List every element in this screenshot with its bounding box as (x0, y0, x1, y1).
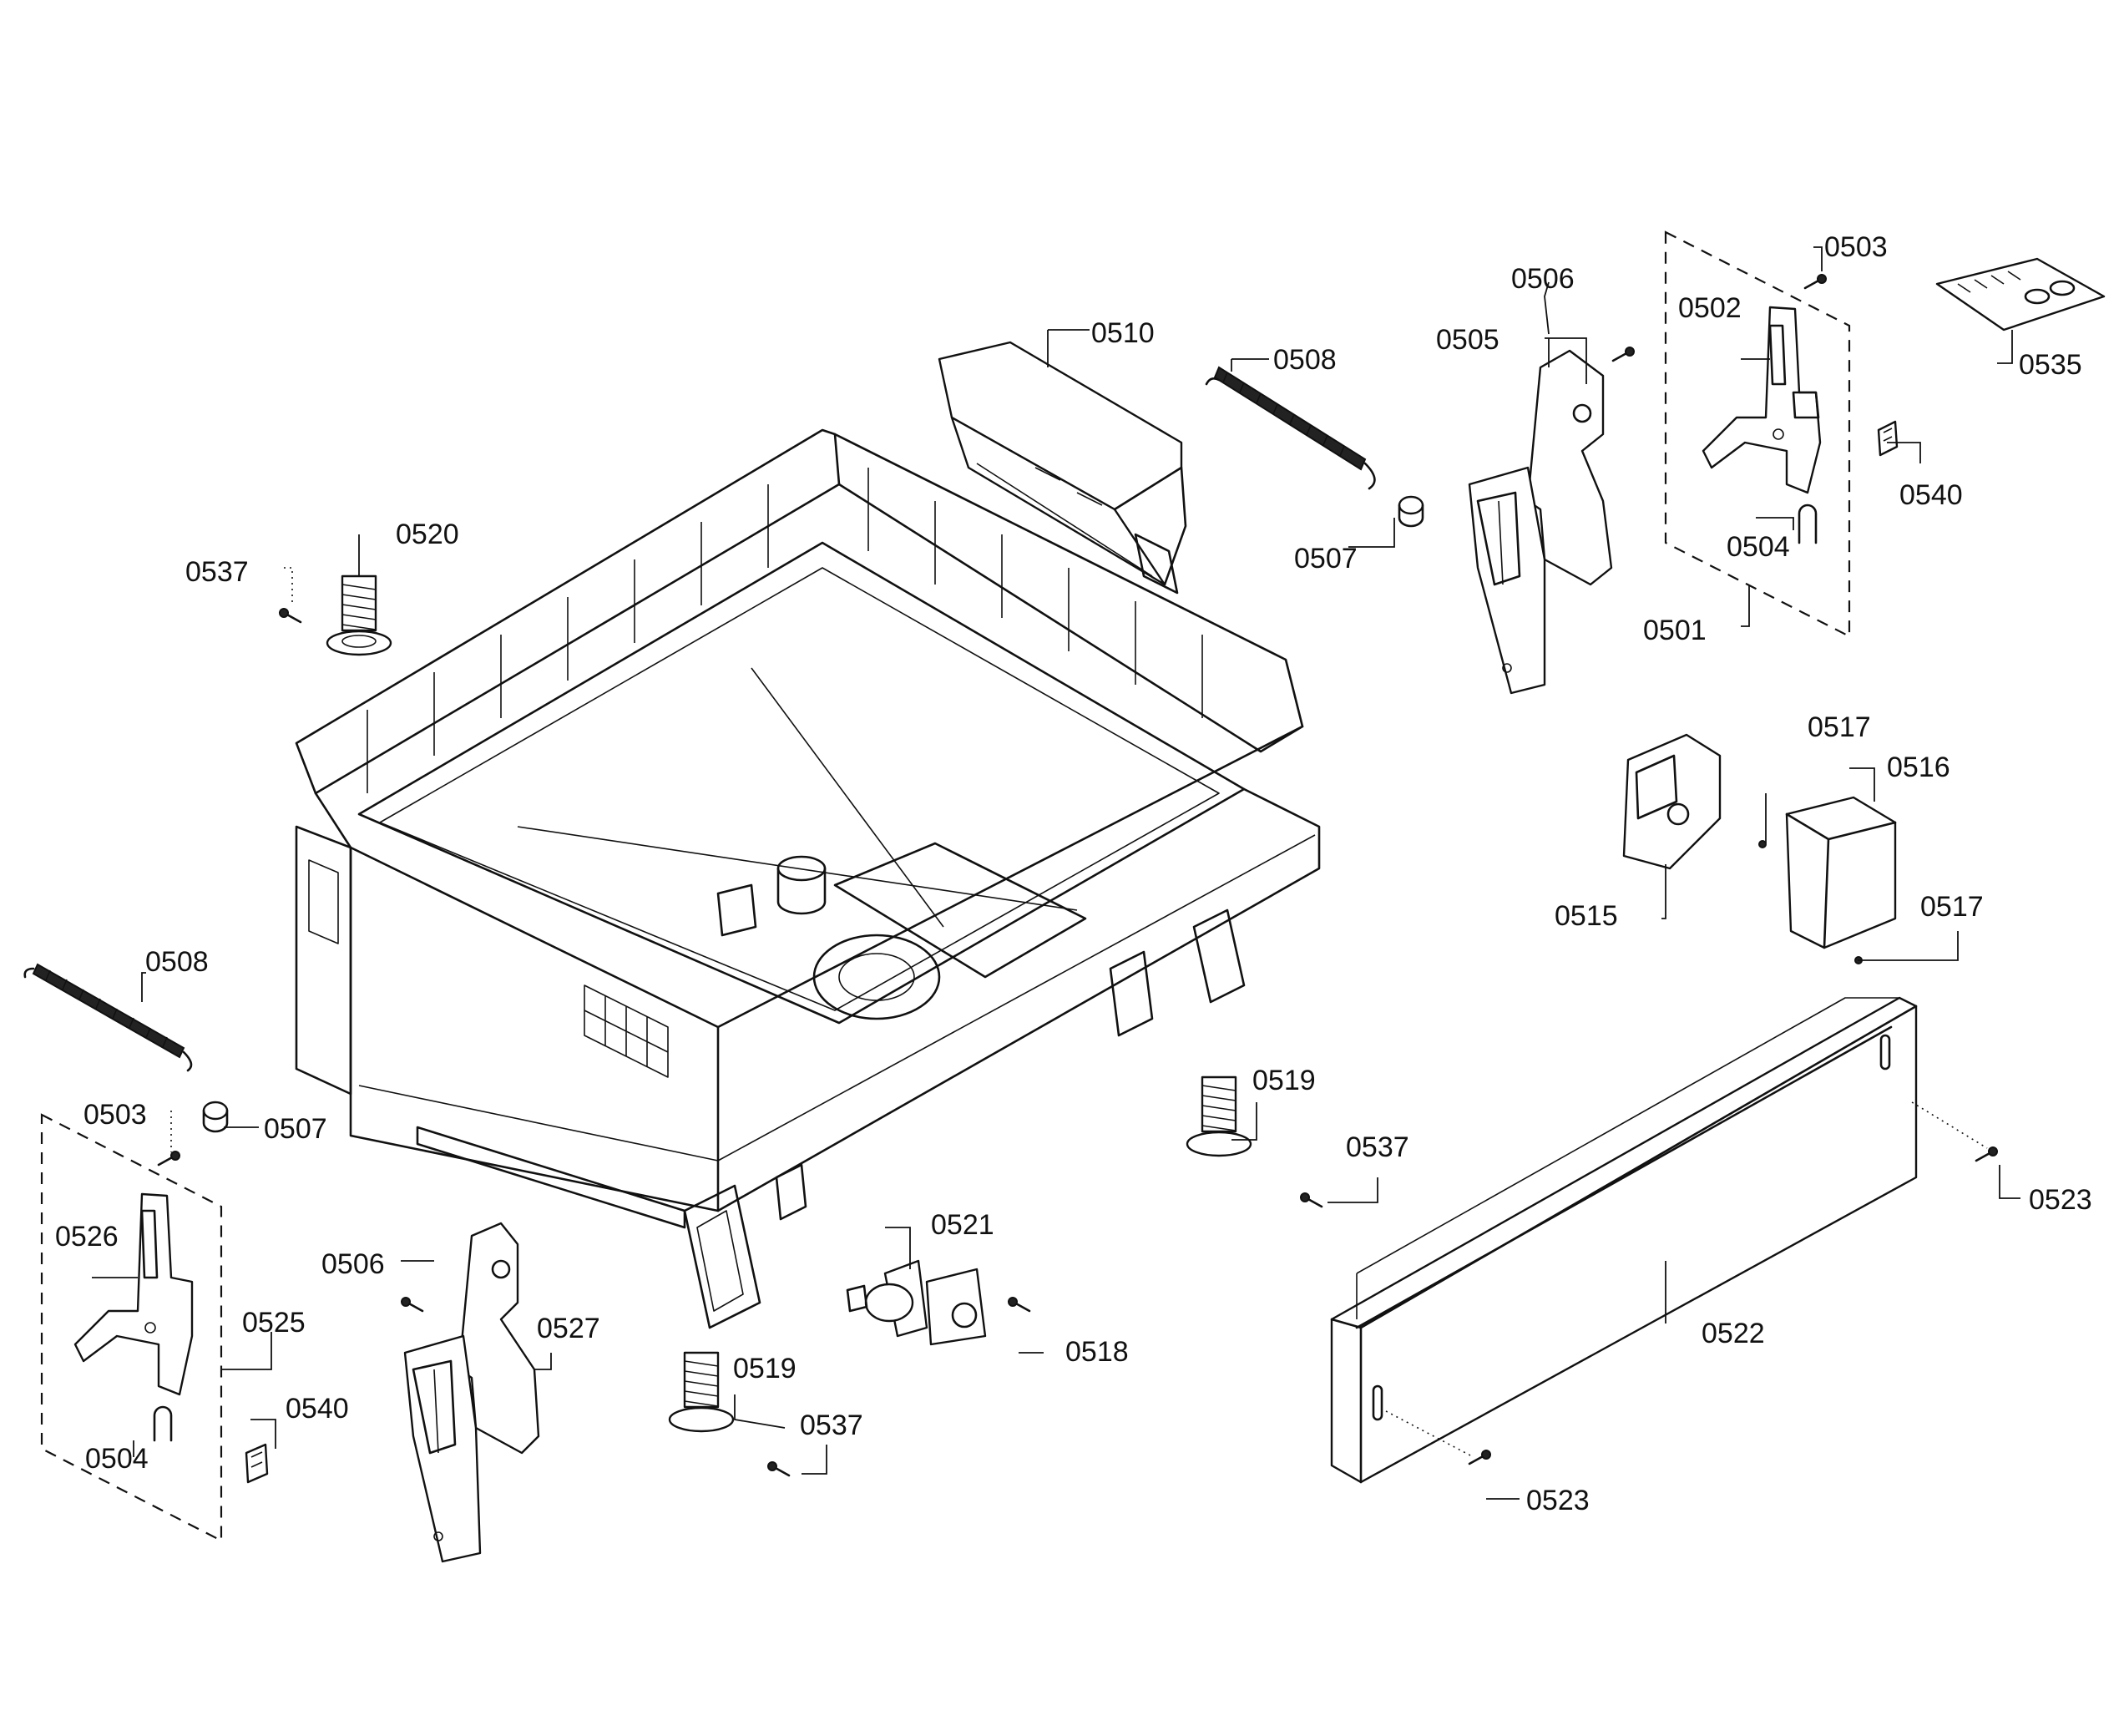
label-0507-left: 0507 (264, 1113, 327, 1145)
label-0535: 0535 (2019, 349, 2082, 381)
part-0507-clip-left (202, 1101, 229, 1133)
label-0523-bottom: 0523 (1526, 1485, 1590, 1516)
label-0520: 0520 (396, 519, 459, 550)
label-0519-right: 0519 (1252, 1065, 1316, 1096)
part-0540-clip-left (245, 1443, 269, 1484)
label-0518: 0518 (1065, 1336, 1129, 1368)
label-0508-right: 0508 (1273, 344, 1337, 376)
label-0519-bottom: 0519 (733, 1353, 796, 1384)
part-0507-clip-right (1398, 495, 1424, 528)
part-0535-hardware-kit (1935, 257, 2106, 332)
part-0504-u-clip-left (153, 1405, 173, 1442)
label-0517-top: 0517 (1808, 711, 1871, 743)
part-0540-clip-right (1877, 420, 1899, 457)
part-0516-cover (1785, 796, 1897, 949)
label-0502: 0502 (1678, 292, 1742, 324)
label-0537-middle: 0537 (1346, 1131, 1409, 1163)
part-0525-hinge-assembly (40, 1113, 223, 1542)
label-0515: 0515 (1555, 900, 1618, 932)
part-0508-spring-right (1205, 366, 1376, 490)
screw-icons (157, 274, 1998, 1477)
label-0525: 0525 (242, 1307, 306, 1339)
label-0523-right: 0523 (2029, 1184, 2092, 1216)
part-0510-bracket-assembly (938, 341, 1187, 595)
label-0527: 0527 (537, 1313, 600, 1344)
part-0521-water-valve (846, 1259, 987, 1346)
label-0537-topleft: 0537 (185, 556, 249, 588)
part-0520-leveling-foot (326, 574, 392, 656)
label-0540-left: 0540 (286, 1393, 349, 1425)
part-0519-leveling-foot-right (1186, 1076, 1252, 1157)
label-0537-bottom: 0537 (800, 1410, 863, 1441)
part-0519-leveling-foot-bottom (668, 1351, 735, 1433)
label-0517-bottom: 0517 (1920, 891, 1984, 923)
label-0504-right: 0504 (1727, 531, 1790, 563)
part-0522-kickplate (1330, 996, 1918, 1484)
part-0504-u-clip-right (1798, 504, 1818, 544)
label-0505: 0505 (1436, 324, 1499, 356)
label-0503-right: 0503 (1824, 231, 1888, 263)
label-0540-right: 0540 (1899, 479, 1963, 511)
label-0510: 0510 (1091, 317, 1155, 349)
label-0501: 0501 (1643, 615, 1707, 646)
label-0504-left: 0504 (85, 1443, 149, 1475)
part-0527-hinge-bracket (403, 1222, 540, 1563)
part-0515-bracket (1622, 733, 1722, 870)
label-0503-left: 0503 (83, 1099, 147, 1131)
leader-lines (92, 246, 2020, 1500)
label-0506-right: 0506 (1511, 263, 1575, 295)
part-labels: 0510 0508 0507 0506 0505 0503 0502 0535 … (55, 231, 2092, 1516)
part-0508-spring-left (23, 963, 193, 1072)
label-0521: 0521 (931, 1209, 994, 1241)
label-0508-left: 0508 (145, 946, 209, 978)
dishwasher-base-frame (295, 428, 1321, 1329)
part-0501-hinge-assembly (1664, 230, 1851, 638)
label-0506-left: 0506 (321, 1248, 385, 1280)
label-0522: 0522 (1702, 1318, 1765, 1349)
label-0507-right: 0507 (1294, 543, 1358, 574)
label-0526: 0526 (55, 1221, 119, 1253)
label-0516: 0516 (1887, 752, 1950, 783)
part-0505-hinge-bracket (1468, 349, 1613, 695)
